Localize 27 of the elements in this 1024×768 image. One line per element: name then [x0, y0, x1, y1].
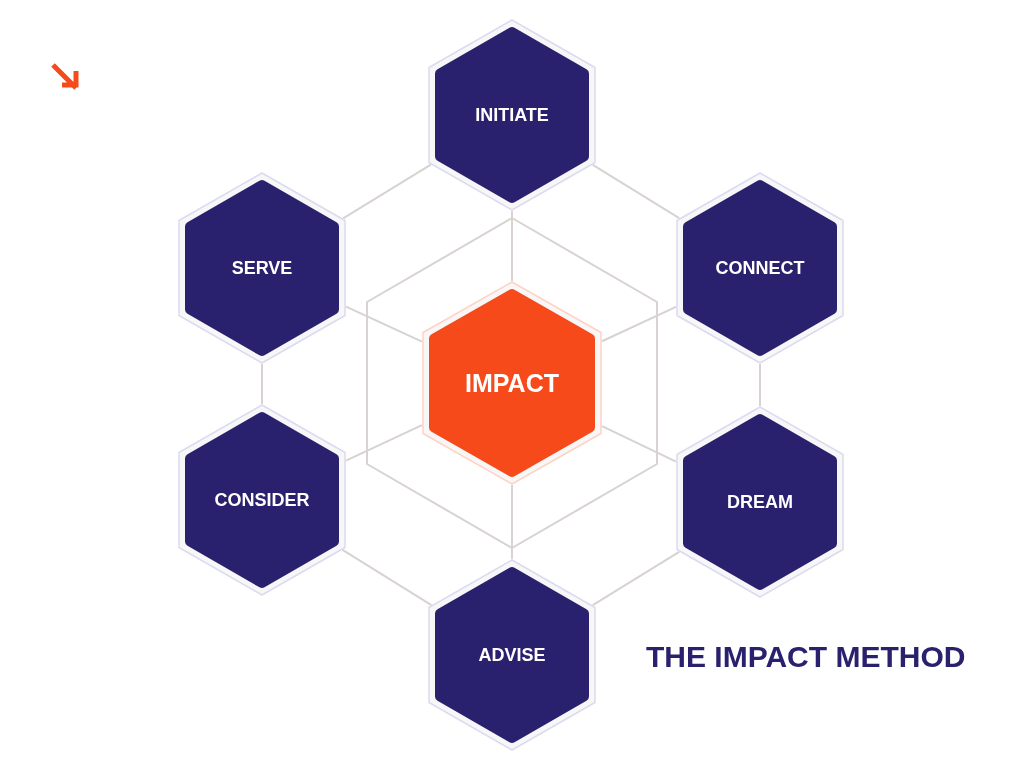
- hexagon-node: [178, 172, 346, 364]
- connector-line: [261, 363, 263, 405]
- hexagon-node: [428, 559, 596, 751]
- connector-line: [601, 425, 677, 463]
- connector-line: [759, 363, 761, 407]
- node-label: CONNECT: [715, 257, 805, 279]
- node-label: DREAM: [727, 491, 793, 513]
- hexagon-node: [178, 404, 346, 596]
- connector-line: [342, 163, 432, 220]
- connector-line: [345, 305, 423, 343]
- title: THE IMPACT METHOD: [646, 640, 966, 674]
- connector-line: [511, 210, 513, 282]
- node-label: INITIATE: [475, 104, 549, 126]
- hexagon-node: [676, 172, 844, 364]
- hexagon-node: [676, 406, 844, 598]
- node-label: IMPACT: [465, 368, 559, 398]
- connector-line: [591, 163, 681, 220]
- connector-line: [341, 548, 433, 607]
- connector-line: [591, 550, 681, 607]
- node-label: ADVISE: [478, 644, 546, 666]
- node-label: SERVE: [231, 257, 293, 279]
- hexagon-node: [428, 19, 596, 211]
- core-hexagon: [422, 281, 602, 485]
- node-label: CONSIDER: [214, 489, 310, 511]
- connector-line: [601, 305, 677, 343]
- connector-line: [511, 484, 513, 560]
- connector-line: [345, 424, 423, 462]
